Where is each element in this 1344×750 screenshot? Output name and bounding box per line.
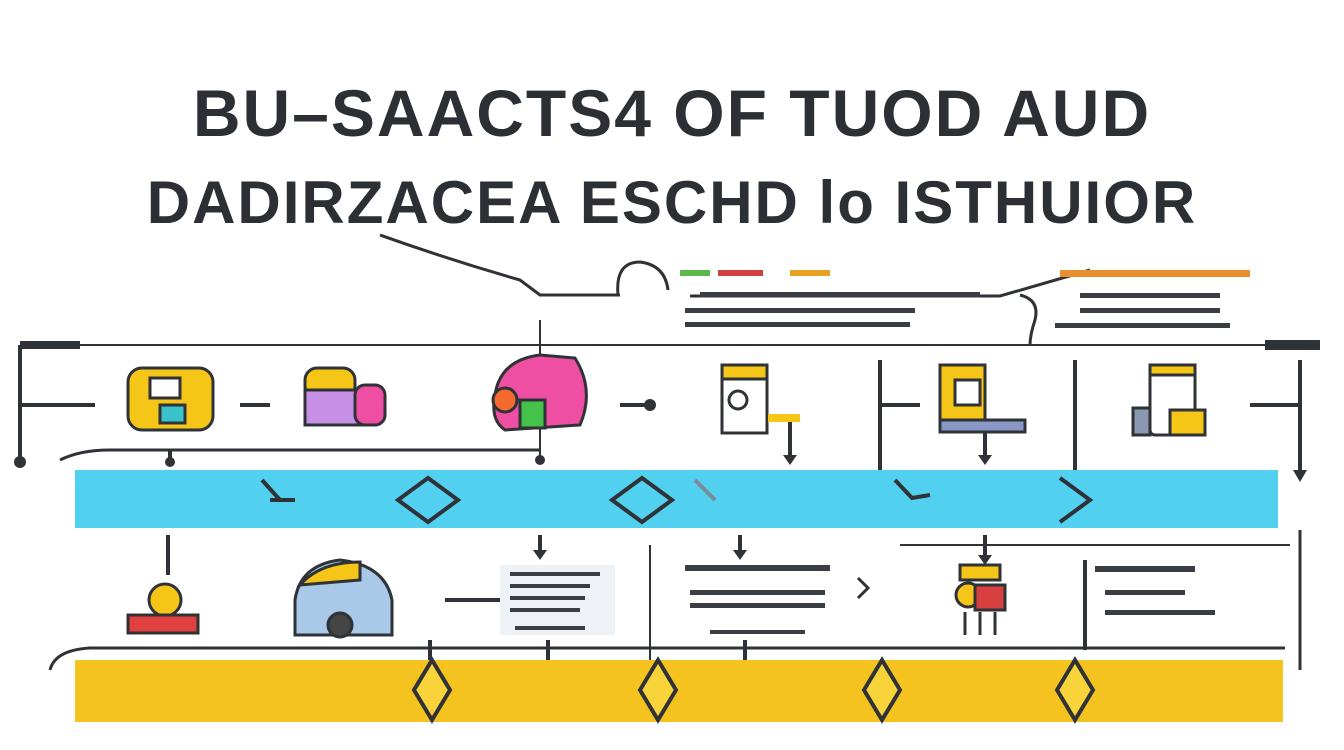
truck-icon [126, 366, 215, 432]
diagram-title-line-2: DADIRZACEA ESCHD lo ISTHUIOR [146, 169, 1198, 236]
arrowheads [14, 399, 1307, 678]
annotation-text-blocks [500, 270, 1250, 635]
diagram-title-line-1: BU–SAACTS4 OF TUOD AUD [192, 76, 1152, 150]
server-icon [720, 363, 800, 435]
factory-icon [491, 353, 588, 432]
worker-group-icon [126, 582, 200, 635]
yellow-process-band [75, 660, 1283, 722]
yellow-band-decision-markers [411, 656, 1096, 724]
connector-lines [18, 233, 1320, 671]
machine-icon [303, 366, 387, 427]
blue-band-decision-markers [260, 475, 1094, 525]
car-icon [293, 558, 394, 639]
tablet-icon [1131, 363, 1207, 437]
robot-icon [938, 363, 1027, 434]
blue-process-band [75, 470, 1278, 528]
worker-icon [954, 563, 1007, 635]
